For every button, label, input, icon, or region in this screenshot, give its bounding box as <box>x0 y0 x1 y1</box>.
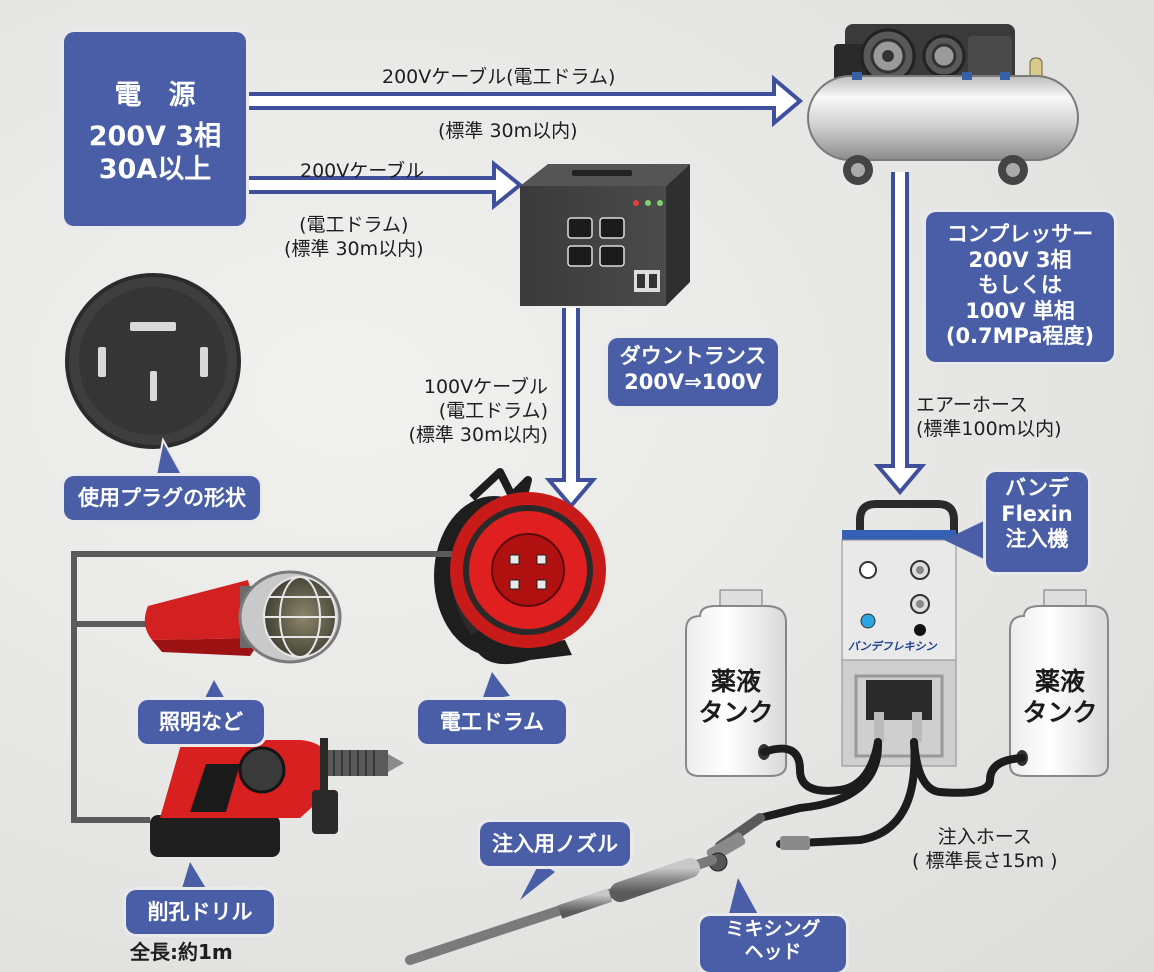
injector-label: バンデ Flexin 注入機 <box>986 472 1088 572</box>
mixing-head-illustration <box>706 813 810 918</box>
air-hose-name: エアーホース <box>916 394 1028 416</box>
power-source-box: 電 源 200V 3相 30A以上 <box>64 32 246 226</box>
cable-to-transformer-detail: (電工ドラム) (標準 30m以内) <box>284 214 424 262</box>
mixing-head-label-line1: ミキシング <box>725 918 821 940</box>
compressor-label-line2: 200V 3相 <box>968 247 1072 272</box>
nozzle-label: 注入用ノズル <box>480 822 630 866</box>
tank-right-line2: タンク <box>1022 698 1098 728</box>
power-source-voltage: 200V 3相 <box>88 120 222 152</box>
injection-hose-name: 注入ホース <box>937 826 1032 848</box>
cable-reel-illustration <box>434 468 606 700</box>
tank-right-text: 薬液 タンク <box>1014 666 1106 729</box>
injection-hose-text: 注入ホース ( 標準長さ15m ) <box>912 826 1058 874</box>
tank-left-line1: 薬液 <box>710 667 761 696</box>
power-source-current: 30A以上 <box>98 153 212 185</box>
injection-nozzle-illustration <box>405 855 717 965</box>
injector-label-line2: Flexin <box>1001 501 1073 526</box>
compressor-label-line5: (0.7MPa程度) <box>945 324 1095 349</box>
compressor-label-line1: コンプレッサー <box>946 222 1094 246</box>
cable-to-compressor-name: 200Vケーブル(電工ドラム) <box>382 66 616 88</box>
cable-100v-drum: (電工ドラム) <box>438 399 548 422</box>
compressor-label-line4: 100V 単相 <box>965 298 1075 323</box>
cable-to-transformer-length: (標準 30m以内) <box>284 237 424 260</box>
work-light-illustration <box>144 570 342 708</box>
injection-machine-illustration <box>841 500 986 767</box>
air-hose-text: エアーホース (標準100m以内) <box>916 394 1062 442</box>
hammer-drill-illustration <box>150 738 404 895</box>
chemical-hoses <box>756 738 1026 848</box>
cable-100v-length: (標準 30m以内) <box>408 423 548 446</box>
transformer-label-line1: ダウントランス <box>619 344 767 368</box>
light-label: 照明など <box>138 700 264 744</box>
arrow-power-to-transformer <box>246 159 524 211</box>
cable-to-transformer-text: 200Vケーブル <box>270 160 424 184</box>
light-label-text: 照明など <box>159 710 243 734</box>
chemical-tank-left-illustration <box>685 589 787 777</box>
cable-to-transformer-name: 200Vケーブル <box>300 160 425 182</box>
transformer-label-line2: 200V⇒100V <box>624 369 762 394</box>
plug-outlet-illustration <box>65 273 241 481</box>
drill-label: 削孔ドリル <box>126 890 274 934</box>
tool-power-cables <box>71 551 452 823</box>
compressor-label-line3: もしくは <box>978 273 1062 298</box>
tank-right-line1: 薬液 <box>1034 667 1085 696</box>
cable-100v-name: 100Vケーブル <box>423 376 548 398</box>
down-transformer-illustration <box>520 164 690 306</box>
injector-label-line1: バンデ <box>1004 476 1070 500</box>
nozzle-label-text: 注入用ノズル <box>492 832 618 856</box>
transformer-label: ダウントランス 200V⇒100V <box>608 338 778 406</box>
tank-left-line2: タンク <box>698 698 774 728</box>
drill-length-text: 全長:約1m <box>130 940 233 964</box>
power-source-title: 電 源 <box>114 80 196 111</box>
plug-shape-label-text: 使用プラグの形状 <box>78 486 246 510</box>
injector-brand-text: バンデフレキシン <box>848 640 937 653</box>
tank-left-text: 薬液 タンク <box>690 666 782 729</box>
arrow-transformer-to-drum <box>544 308 598 510</box>
compressor-label: コンプレッサー 200V 3相 もしくは 100V 単相 (0.7MPa程度) <box>926 212 1114 362</box>
cable-to-compressor-length: (標準 30m以内) <box>438 120 578 142</box>
plug-shape-label: 使用プラグの形状 <box>64 476 260 520</box>
drum-label-text: 電工ドラム <box>439 710 545 734</box>
drill-label-text: 削孔ドリル <box>147 900 253 924</box>
mixing-head-label: ミキシング ヘッド <box>700 916 846 972</box>
cable-to-transformer-drum: (電工ドラム) <box>299 214 409 236</box>
air-hose-length: (標準100m以内) <box>916 417 1062 440</box>
arrow-power-to-compressor <box>246 74 804 128</box>
compressor-illustration <box>807 24 1079 185</box>
injection-hose-length: ( 標準長さ15m ) <box>912 849 1058 872</box>
injector-label-line3: 注入機 <box>1005 527 1069 552</box>
mixing-head-label-line2: ヘッド <box>744 941 802 964</box>
cable-100v-text: 100Vケーブル (電工ドラム) (標準 30m以内) <box>372 376 548 447</box>
drum-label: 電工ドラム <box>418 700 566 744</box>
arrow-compressor-to-injector <box>873 172 927 496</box>
